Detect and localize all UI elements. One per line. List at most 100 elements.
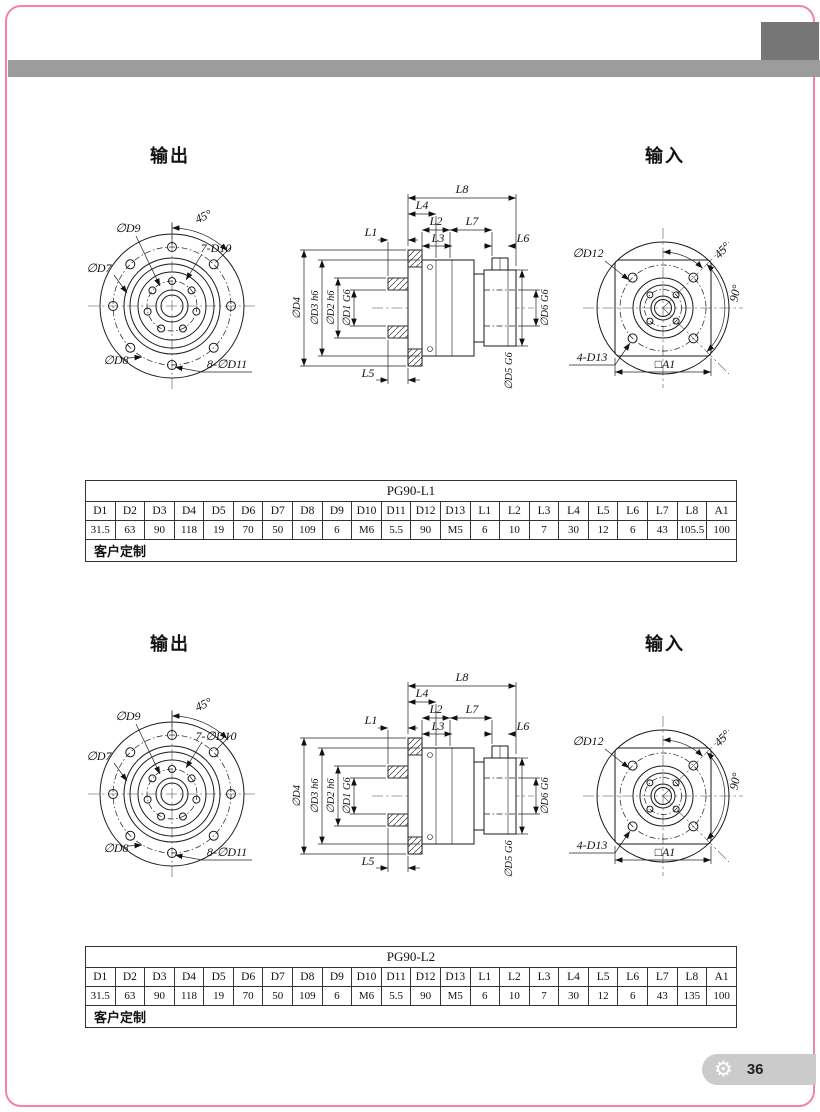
table-cell: 100 bbox=[706, 520, 737, 540]
dim-label-d7: ∅D7 bbox=[86, 749, 112, 763]
table-cell: D4 bbox=[173, 501, 205, 521]
dim-label-l4: L4 bbox=[415, 198, 429, 212]
input-label: 输入 bbox=[645, 146, 685, 166]
table-cell: D7 bbox=[262, 501, 294, 521]
dim-label-l5: L5 bbox=[361, 854, 375, 868]
dim-label-45deg: 45° bbox=[711, 727, 733, 749]
section-side-view: L8 L4 L2 L7 L1 bbox=[292, 182, 551, 390]
header-bar bbox=[8, 60, 820, 77]
table-cell: L8 bbox=[676, 967, 708, 987]
dim-label-d3: ∅D3 h6 bbox=[310, 290, 321, 326]
technical-drawing: 45° ∅D9 7-D10 ∅D7 ∅D8 8-∅D11 bbox=[86, 182, 744, 390]
leader-d7 bbox=[113, 762, 128, 782]
dim-label-l8: L8 bbox=[455, 670, 469, 684]
table-cell: 70 bbox=[232, 986, 264, 1006]
table-custom-note: 客户定制 bbox=[85, 1005, 737, 1028]
dim-label-l7: L7 bbox=[465, 214, 480, 228]
table-cell: 43 bbox=[646, 986, 678, 1006]
leader-7-d10 bbox=[185, 253, 203, 281]
dim-label-d8: ∅D8 bbox=[103, 841, 128, 855]
dim-label-l1: L1 bbox=[364, 225, 378, 239]
table-cell: 31.5 bbox=[85, 520, 116, 540]
table-cell: 6 bbox=[617, 986, 648, 1006]
table-cell: D8 bbox=[292, 501, 323, 521]
dim-label-l6: L6 bbox=[516, 231, 530, 245]
table-cell: 31.5 bbox=[85, 986, 116, 1006]
dim-label-l7: L7 bbox=[465, 702, 480, 716]
table-cell: D1 bbox=[85, 967, 116, 987]
dim-label-4-d13: 4-D13 bbox=[577, 350, 608, 364]
table-cell: 7 bbox=[528, 520, 560, 540]
input-flange-view: 45° 90° ∅D12 4-D13 □A1 bbox=[569, 716, 744, 876]
dim-label-d7: ∅D7 bbox=[86, 261, 112, 275]
gearbox-body-outline bbox=[387, 737, 517, 855]
leader-8-d11 bbox=[174, 365, 203, 373]
dim-label-l2: L2 bbox=[429, 214, 443, 228]
dim-label-d9: ∅D9 bbox=[115, 221, 140, 235]
table-cell: L3 bbox=[528, 501, 560, 521]
dim-label-d6: ∅D6 G6 bbox=[540, 289, 551, 327]
table-cell: 6 bbox=[321, 986, 353, 1006]
table-cell: D6 bbox=[232, 967, 264, 987]
dim-label-45deg: 45° bbox=[711, 239, 733, 261]
table-cell: 105.5 bbox=[676, 520, 708, 540]
dim-label-7-d10: 7-D10 bbox=[201, 241, 232, 255]
diameter-dimensions: ∅D4 ∅D3 h6 ∅D2 h6 ∅D1 G6 bbox=[292, 249, 551, 390]
leader-7-d10 bbox=[185, 741, 203, 769]
dim-label-l5: L5 bbox=[361, 366, 375, 380]
table-cell: L8 bbox=[676, 501, 708, 521]
dim-label-90deg: 90° bbox=[726, 283, 743, 303]
dim-label-90deg: 90° bbox=[726, 771, 743, 791]
table-cell: L2 bbox=[499, 501, 530, 521]
table-cell: D2 bbox=[114, 501, 146, 521]
technical-drawing: 45° ∅D9 7-∅D10 ∅D7 ∅D8 8-∅D11 bbox=[86, 670, 744, 878]
table-cell: 6 bbox=[617, 520, 648, 540]
table-cell: 6 bbox=[469, 986, 501, 1006]
leader-d8 bbox=[127, 842, 143, 849]
table-cell: L5 bbox=[587, 967, 619, 987]
output-flange-view: 45° ∅D9 7-∅D10 ∅D7 ∅D8 8-∅D11 bbox=[86, 694, 256, 878]
dim-label-d12: ∅D12 bbox=[572, 734, 603, 748]
diameter-dimensions: ∅D4 ∅D3 h6 ∅D2 h6 ∅D1 G6 bbox=[292, 737, 551, 878]
dim-label-8-d11: 8-∅D11 bbox=[207, 845, 247, 859]
table-cell: D10 bbox=[351, 967, 382, 987]
a1-dimension: □A1 bbox=[614, 357, 712, 376]
table-cell: D3 bbox=[144, 501, 175, 521]
table-cell: D5 bbox=[203, 501, 234, 521]
table-cell: A1 bbox=[706, 501, 737, 521]
dim-label-d4: ∅D4 bbox=[292, 784, 303, 807]
table-cell: L1 bbox=[469, 501, 501, 521]
dim-label-l6: L6 bbox=[516, 719, 530, 733]
table-cell: D13 bbox=[439, 967, 471, 987]
dim-label-l4: L4 bbox=[415, 686, 429, 700]
table-cell: D11 bbox=[380, 501, 412, 521]
a1-dimension: □A1 bbox=[614, 845, 712, 864]
table-cell: M5 bbox=[439, 520, 471, 540]
dim-label-7-d10: 7-∅D10 bbox=[195, 729, 236, 743]
leader-d9 bbox=[135, 235, 161, 287]
table-custom-note: 客户定制 bbox=[85, 539, 737, 562]
leader-d7 bbox=[113, 274, 128, 294]
table-cell: D11 bbox=[380, 967, 412, 987]
dim-label-d2: ∅D2 h6 bbox=[326, 778, 337, 814]
dim-label-d5: ∅D5 G6 bbox=[504, 840, 515, 878]
table-cell: 6 bbox=[321, 520, 353, 540]
table-cell: 63 bbox=[114, 986, 146, 1006]
table-cell: 63 bbox=[114, 520, 146, 540]
dim-label-d8: ∅D8 bbox=[103, 353, 128, 367]
header-corner-block bbox=[761, 22, 819, 60]
table-cell: 50 bbox=[262, 986, 294, 1006]
product-section: 输出 输入 bbox=[0, 578, 820, 1066]
angle-dimension-45: 45° bbox=[171, 694, 231, 751]
table-cell: L5 bbox=[587, 501, 619, 521]
table-cell: D9 bbox=[321, 967, 353, 987]
page-number-tab: ⚙ 36 bbox=[702, 1054, 816, 1085]
length-dimensions: L8 L4 L2 L7 L1 bbox=[361, 670, 530, 872]
table-cell: 5.5 bbox=[380, 986, 412, 1006]
table-cell: D8 bbox=[292, 967, 323, 987]
table-cell: L7 bbox=[646, 501, 678, 521]
angle-dimension-45: 45° bbox=[171, 206, 231, 263]
